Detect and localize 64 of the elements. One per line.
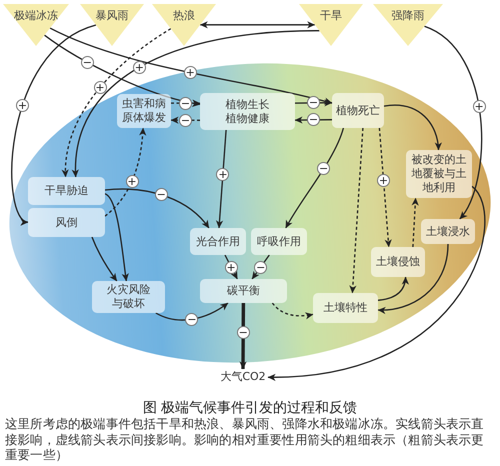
arrow: [104, 188, 210, 228]
arrow: [104, 128, 146, 217]
arrow: [72, 30, 320, 178]
figure-title: 图 极端气候事件引发的过程和反馈: [142, 399, 358, 417]
node-label: 大气CO2: [218, 369, 268, 385]
box-label: 碳平衡: [227, 284, 260, 298]
process-box: [421, 219, 475, 244]
arrow: [200, 21, 316, 28]
arrow: [384, 104, 442, 150]
arrow: [44, 34, 200, 107]
edge-label: −: [80, 56, 94, 69]
arrow: [349, 128, 364, 294]
box-label: 火灾风险与破坏: [106, 283, 152, 311]
arrow: [239, 302, 247, 370]
arrow: [50, 28, 332, 105]
event-label: 强降雨: [392, 9, 424, 22]
event-label: 热浪: [173, 9, 195, 22]
edge-label: +: [184, 66, 197, 80]
arrow: [378, 276, 409, 301]
process-box: [28, 208, 105, 237]
caption-text: 这里所考虑的极端事件包括干旱和热浪、暴风雨、强降水和极端冰冻。实线箭头表示直接影响，虚线箭头表示间接影响。影响的相对重要性用箭头的粗细表示（粗箭头表示更重要一些）: [5, 416, 485, 462]
arrow: [378, 128, 392, 248]
box-label: 植物健康: [226, 112, 270, 126]
process-box: [371, 247, 425, 277]
process-box: [28, 177, 105, 205]
arrow: [285, 128, 344, 228]
arrow: [268, 186, 486, 380]
box-label: 光合作用: [196, 234, 240, 248]
box-label: 土壤特性: [324, 301, 368, 315]
arrow: [11, 24, 96, 223]
arrow: [104, 193, 129, 282]
process-box: [200, 279, 287, 303]
arrow: [156, 302, 228, 321]
event-label: 极端冰冻: [14, 9, 58, 22]
event-label: 暴风雨: [96, 9, 128, 22]
process-box: [251, 228, 307, 255]
arrow: [272, 302, 314, 320]
arrow: [378, 244, 449, 314]
arrow: [252, 254, 270, 280]
process-box: [190, 228, 246, 255]
arrow: [424, 26, 482, 220]
box-label: 被改变的土地覆被与土地利用: [410, 153, 468, 195]
edge-label: +: [94, 81, 107, 94]
box-label: 土壤浸水: [426, 224, 470, 238]
edge-label: +: [16, 98, 30, 112]
arrow: [171, 100, 200, 107]
box-label: 干旱胁迫: [44, 184, 88, 198]
box-label: 风倒: [56, 216, 78, 230]
process-box: [200, 93, 295, 130]
arrow: [216, 130, 227, 228]
event-label: 干旱: [320, 9, 342, 22]
box-label: 植物生长: [226, 98, 270, 112]
arrow: [91, 236, 118, 282]
process-box: [313, 293, 378, 323]
edge-label: +: [132, 60, 146, 74]
process-box: [332, 93, 384, 128]
box-label: 土壤侵蚀: [376, 255, 420, 269]
box-label: 呼吸作用: [257, 234, 301, 248]
arrow: [62, 28, 172, 178]
edge-label: +: [472, 100, 486, 114]
box-label: 虫害和病原体爆发: [121, 97, 167, 125]
arrow: [412, 198, 419, 248]
box-label: 植物死亡: [336, 104, 380, 118]
process-box: [92, 281, 165, 313]
